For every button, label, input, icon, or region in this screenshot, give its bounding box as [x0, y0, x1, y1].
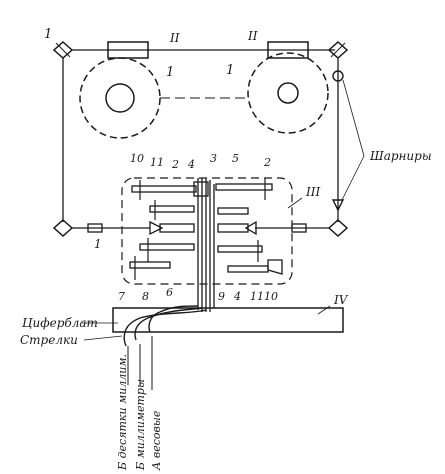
label-n11-bottom: 11 [250, 290, 264, 303]
worm-block-left [107, 41, 149, 59]
label-roman-ii-left: II [169, 31, 180, 45]
label-n4-bottom: 4 [233, 290, 241, 303]
hands-tubes [123, 305, 207, 347]
label-one-top-left: 1 [44, 27, 52, 42]
label-roman-ii-right: II [247, 29, 258, 43]
gear-row-second [149, 200, 249, 220]
label-one-lower: 1 [94, 237, 102, 251]
leader-iv [317, 305, 331, 315]
label-n5: 5 [232, 152, 239, 165]
label-one-wheel-right: 1 [226, 63, 234, 78]
worm-block-right [267, 41, 309, 59]
hinge-lower [331, 199, 345, 212]
label-one-wheel-left: 1 [166, 65, 174, 80]
bevel-gear-lower-left [52, 218, 74, 238]
label-roman-iv: IV [333, 293, 349, 307]
measuring-wheel-left [79, 57, 248, 139]
label-tsiferblat: Циферблат [22, 316, 98, 330]
gear-row-input [149, 220, 257, 236]
label-b-desyatki: Б десятки миллим. [116, 354, 129, 471]
leader-strelki [83, 335, 123, 341]
measuring-wheel-right [247, 52, 329, 134]
label-roman-iii: III [305, 185, 320, 199]
central-shaft-bundle [197, 178, 215, 312]
label-n4-top: 4 [187, 158, 195, 171]
leader-sharniry-2 [341, 155, 365, 201]
label-b-millimetry: Б миллиметры [134, 379, 147, 471]
label-n2-right: 2 [263, 156, 271, 169]
gear-row-top [131, 178, 273, 200]
gear-row-third [139, 238, 263, 262]
label-n3: 3 [210, 152, 217, 165]
label-sharniry: Шарниры [369, 149, 432, 163]
hinge-upper [332, 70, 344, 82]
label-n6: 6 [166, 286, 173, 299]
gearbox-housing [121, 177, 293, 285]
label-n7: 7 [118, 290, 125, 303]
label-n10-bottom: 10 [264, 290, 278, 303]
label-n10-top: 10 [130, 152, 144, 165]
left-coupling [87, 223, 103, 233]
dial-base-plate [112, 307, 344, 333]
label-n2-top: 2 [171, 158, 179, 171]
label-n8: 8 [142, 290, 149, 303]
leader-sharniry-1 [342, 79, 365, 157]
bevel-gear-lower-right [327, 218, 349, 238]
label-n9: 9 [218, 290, 225, 303]
label-n11-top: 11 [150, 156, 164, 169]
bevel-gear-top-left [52, 40, 74, 60]
gear-row-fourth [129, 256, 283, 280]
leader-iii [287, 197, 303, 209]
label-strelki: Стрелки [20, 333, 78, 347]
label-a-vesovye: А весовые [150, 410, 163, 471]
